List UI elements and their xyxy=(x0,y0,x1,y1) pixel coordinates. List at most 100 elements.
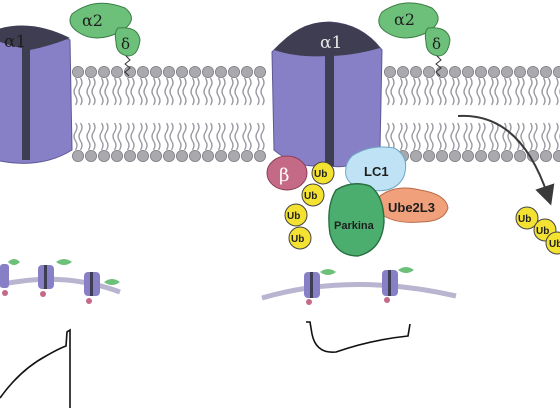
right-delta-subunit xyxy=(424,27,451,57)
lipid-tail xyxy=(208,77,213,106)
lipid-tail xyxy=(468,122,473,151)
lipid-tail xyxy=(554,77,559,106)
lipid-head xyxy=(149,149,162,162)
ubiquitin-2 xyxy=(301,183,325,207)
lipid-tail xyxy=(255,122,260,151)
lipid-tail xyxy=(528,77,533,106)
lipid-tail xyxy=(507,77,512,106)
lipid-tail xyxy=(403,122,408,151)
lipid-head xyxy=(527,66,540,79)
lipid-tail xyxy=(104,122,109,151)
lipid-tail xyxy=(234,122,239,151)
lipid-tail xyxy=(515,122,520,151)
lipid-head xyxy=(149,66,162,79)
parkina-label: Parkina xyxy=(334,220,375,232)
lipid-head xyxy=(240,149,253,162)
lipid-tail xyxy=(216,122,221,151)
parkina-protein xyxy=(328,183,385,257)
lipid-head xyxy=(514,66,527,79)
ubiquitin-r1 xyxy=(515,206,539,230)
lipid-tail xyxy=(476,77,481,106)
lipid-tail xyxy=(138,77,143,106)
lipid-head xyxy=(98,149,111,162)
left-mini-channel-3 xyxy=(84,272,120,304)
degradation-arrow xyxy=(457,114,555,206)
lipid-tail xyxy=(515,77,520,106)
lipid-head xyxy=(227,149,240,162)
lipid-tail xyxy=(91,77,96,106)
lipid-tail xyxy=(78,77,83,106)
lipid-tail xyxy=(195,122,200,151)
lipid-tail xyxy=(247,77,252,106)
lipid-tail xyxy=(416,77,421,106)
ubiquitin-3-label: Ub xyxy=(287,211,300,222)
lipid-head xyxy=(175,66,188,79)
lipid-head xyxy=(383,66,396,79)
right-delta-anchor xyxy=(435,55,442,77)
lipid-tail xyxy=(429,77,434,106)
lipid-head xyxy=(435,66,448,79)
lipid-tail xyxy=(541,122,546,151)
ubiquitin-r3-label: Ub xyxy=(549,239,560,250)
lipid-tail xyxy=(247,122,252,151)
lipid-head xyxy=(175,149,188,162)
lipid-head xyxy=(214,66,227,79)
lipid-tail xyxy=(481,122,486,151)
lipid-tail xyxy=(502,77,507,106)
lipid-head xyxy=(500,66,513,79)
lipid-tail xyxy=(221,122,226,151)
lipid-head xyxy=(201,149,214,162)
left-mini-channel-1 xyxy=(0,259,20,296)
left-channel: α1 α2 δ xyxy=(0,2,141,164)
lipid-head xyxy=(136,66,149,79)
lipid-head xyxy=(448,149,461,162)
ubiquitin-1 xyxy=(311,161,335,185)
lipid-tail xyxy=(520,77,525,106)
lipid-tail xyxy=(169,77,174,106)
lipid-tail xyxy=(125,122,130,151)
lipid-head xyxy=(448,66,461,79)
lipid-tail xyxy=(502,122,507,151)
lipid-tail xyxy=(403,77,408,106)
lipid-head xyxy=(201,66,214,79)
ubiquitin-chain: Ub Ub Ub Ub xyxy=(284,161,335,250)
lipid-head xyxy=(409,66,422,79)
lipid-tail xyxy=(190,122,195,151)
beta-label: β xyxy=(279,165,289,186)
lipid-tail xyxy=(151,122,156,151)
lipid-tail xyxy=(99,77,104,106)
ubiquitin-4-label: Ub xyxy=(291,234,304,245)
lipid-head xyxy=(72,149,85,162)
right-axon-line xyxy=(261,281,457,301)
lipid-tail xyxy=(533,122,538,151)
lipid-tail xyxy=(463,122,468,151)
lipid-tail xyxy=(546,122,551,151)
lipid-tail xyxy=(398,122,403,151)
left-delta-subunit xyxy=(114,27,141,57)
lipid-tail xyxy=(242,77,247,106)
lipid-tail xyxy=(546,77,551,106)
lipid-tail xyxy=(489,77,494,106)
ubiquitin-r3 xyxy=(545,231,560,255)
lipid-tail xyxy=(112,77,117,106)
right-delta-label: δ xyxy=(432,35,441,53)
lipid-head xyxy=(72,66,85,79)
lipid-head xyxy=(188,149,201,162)
lipid-tail xyxy=(86,77,91,106)
lipid-tail xyxy=(385,77,390,106)
lipid-tail xyxy=(234,77,239,106)
right-mini-channel-1 xyxy=(304,269,336,305)
ube2l3-label: Ube2L3 xyxy=(388,200,435,215)
lc1-protein xyxy=(345,146,407,192)
left-alpha2-label: α2 xyxy=(82,11,103,30)
lipid-tail xyxy=(260,122,265,151)
right-alpha2-label: α2 xyxy=(394,10,415,29)
lipid-tail xyxy=(216,77,221,106)
right-pore xyxy=(325,54,334,166)
lipid-tail xyxy=(437,77,442,106)
lipid-tail xyxy=(442,77,447,106)
lipid-tail xyxy=(424,77,429,106)
lipid-tail xyxy=(260,77,265,106)
lipid-head xyxy=(474,149,487,162)
